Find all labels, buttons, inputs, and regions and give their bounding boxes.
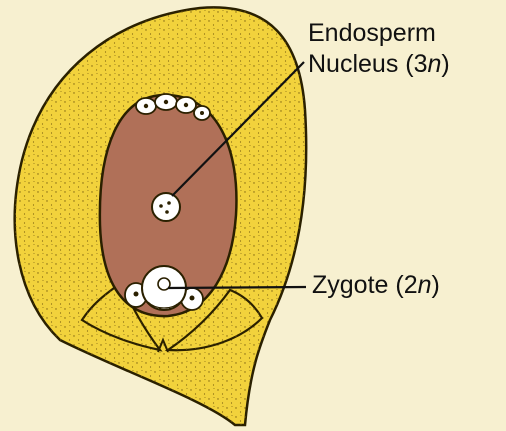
endosperm-label-prefix: Nucleus (3 (308, 50, 428, 78)
endosperm-label-line1: Endosperm (308, 18, 450, 49)
zygote-leader-line (168, 287, 306, 288)
zygote-label-suffix: ) (432, 271, 440, 299)
endosperm-label-line2: Nucleus (3n) (308, 49, 450, 80)
endosperm-nucleus-label: Endosperm Nucleus (3n) (308, 18, 450, 80)
zygote-ploidy-variable: n (418, 271, 432, 299)
endosperm-label-suffix: ) (441, 50, 449, 78)
endosperm-ploidy-variable: n (428, 50, 442, 78)
zygote-label: Zygote (2n) (312, 270, 440, 301)
zygote-label-prefix: Zygote (2 (312, 271, 418, 299)
endosperm-nucleus (152, 193, 180, 221)
